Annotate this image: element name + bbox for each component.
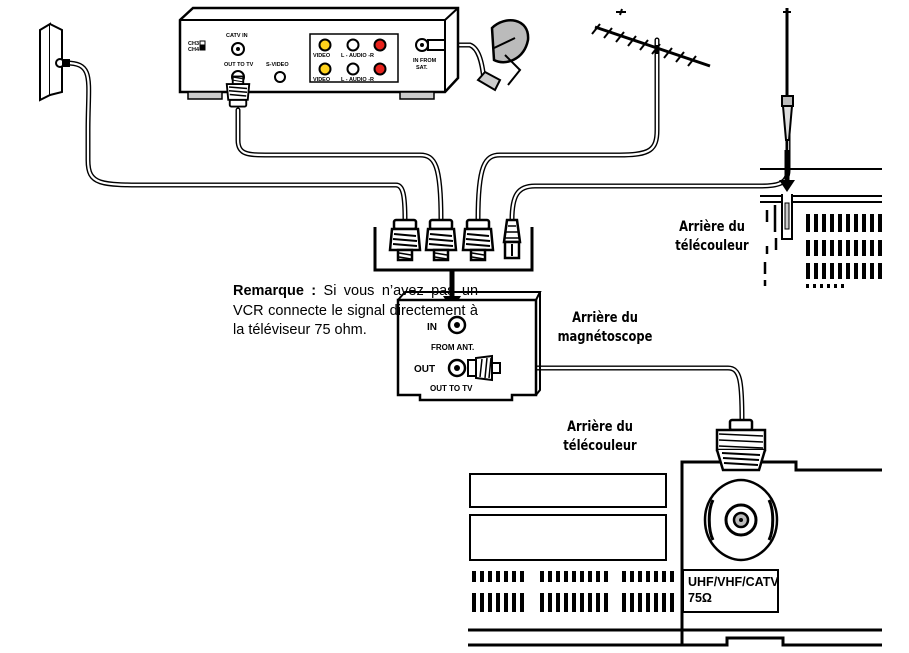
tv-back-bottom bbox=[468, 418, 882, 647]
ch4-label: CH4 bbox=[188, 47, 200, 53]
caption-vcr-back-line2: magnétoscope bbox=[557, 329, 653, 345]
rod-antenna-icon bbox=[781, 8, 794, 150]
satellite-dish-icon bbox=[476, 19, 530, 92]
rod-connector bbox=[502, 218, 522, 260]
caption-tv-back-bottom: Arrière du télécouleur bbox=[559, 418, 641, 456]
ch3-label: CH3 bbox=[188, 41, 199, 47]
catv-in-label: CATV IN bbox=[226, 33, 248, 39]
caption-tv-back-top-line1: Arrière du bbox=[679, 219, 745, 235]
audio-top-label: L - AUDIO -R bbox=[341, 53, 374, 59]
vcr-from-ant-label: FROM ANT. bbox=[431, 343, 474, 352]
in-from-sat-label-2: SAT. bbox=[416, 65, 428, 71]
tv-input-plug bbox=[715, 418, 767, 472]
caption-tv-back-top-line2: télécouleur bbox=[675, 238, 749, 254]
caption-tv-back-top: Arrière du télécouleur bbox=[671, 218, 753, 256]
tv-back-top bbox=[760, 150, 882, 288]
jack-label-line2: 75Ω bbox=[688, 591, 712, 605]
tv-antenna-jack-label: UHF/VHF/CATV 75Ω bbox=[688, 574, 779, 606]
remarque-note: Remarque : Si vous n’avez pas un VCR con… bbox=[233, 282, 478, 341]
note-label: Remarque : bbox=[233, 283, 317, 299]
vcr-output-plug bbox=[467, 354, 501, 382]
vcr-in-label: IN bbox=[427, 322, 437, 333]
caption-vcr-back: Arrière du magnétoscope bbox=[556, 309, 654, 347]
roof-antenna-icon bbox=[591, 8, 711, 68]
in-from-sat-label-1: IN FROM bbox=[413, 58, 437, 64]
vcr-out-to-tv-label: OUT TO TV bbox=[430, 384, 473, 393]
caption-vcr-back-line1: Arrière du bbox=[572, 310, 638, 326]
connector-tray bbox=[373, 218, 534, 272]
vcr-back-panel: IN FROM ANT. OUT OUT TO TV bbox=[396, 291, 542, 402]
s-video-label: S-VIDEO bbox=[266, 62, 289, 68]
video-top-label: VIDEO bbox=[313, 53, 331, 59]
video-bottom-label: VIDEO bbox=[313, 77, 331, 83]
wall-outlet bbox=[39, 22, 70, 102]
audio-bottom-label: L - AUDIO -R bbox=[341, 77, 374, 83]
vcr-out-label: OUT bbox=[414, 364, 435, 375]
jack-label-line1: UHF/VHF/CATV bbox=[688, 575, 779, 589]
caption-tv-back-bottom-line2: télécouleur bbox=[563, 438, 637, 454]
note-text: Si vous n’avez pas un VCR connecte le si… bbox=[233, 283, 479, 338]
satellite-receiver: CH3 CH4 CATV IN OUT TO TV S-VIDEO VIDEO … bbox=[178, 6, 460, 108]
caption-tv-back-bottom-line1: Arrière du bbox=[567, 419, 633, 435]
out-to-tv-label: OUT TO TV bbox=[224, 62, 254, 68]
